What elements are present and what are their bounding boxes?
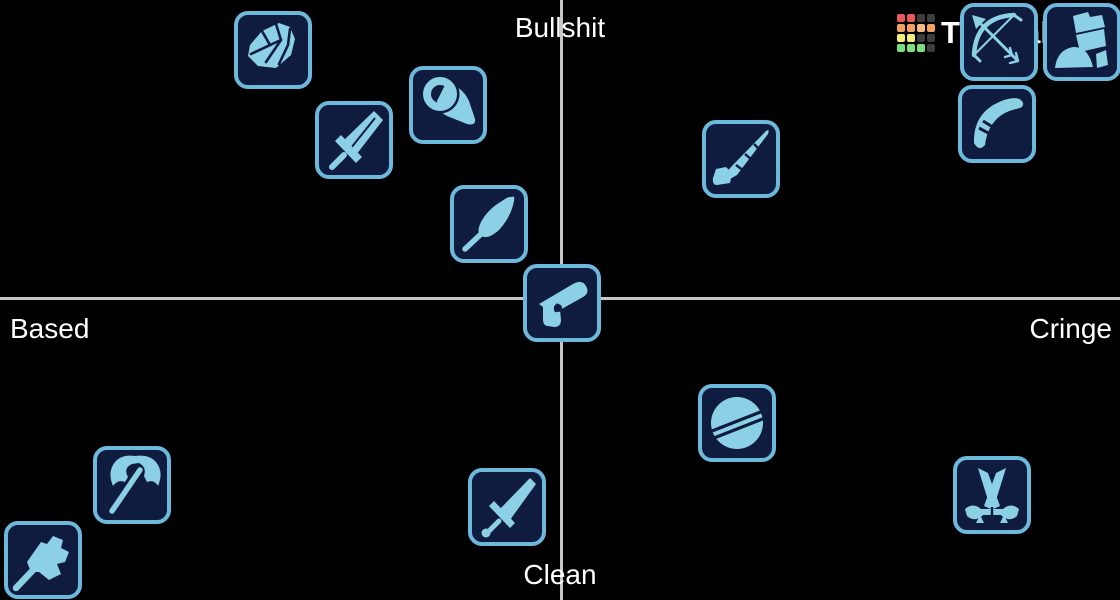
chart-item-crossed-daggers[interactable] xyxy=(953,456,1031,534)
logo-grid-cell xyxy=(917,34,925,42)
unstrung-bow-icon xyxy=(965,92,1029,156)
chart-item-pistol[interactable] xyxy=(523,264,601,342)
fist-icon xyxy=(241,18,305,82)
logo-grid-cell xyxy=(907,24,915,32)
axis-label-right: Cringe xyxy=(1029,313,1112,344)
logo-grid-cell xyxy=(927,44,935,52)
chart-item-boot[interactable] xyxy=(1043,3,1120,81)
chart-item-war-hammer[interactable] xyxy=(4,521,82,599)
logo-grid-cell xyxy=(927,14,935,22)
chart-item-fist[interactable] xyxy=(234,11,312,89)
striped-ball-icon xyxy=(705,391,769,455)
chart-item-greatsword[interactable] xyxy=(315,101,393,179)
logo-grid-cell xyxy=(927,34,935,42)
tiermaker-logo-grid xyxy=(897,14,935,52)
logo-grid-cell xyxy=(907,44,915,52)
logo-grid-cell xyxy=(897,14,905,22)
logo-grid-cell xyxy=(897,44,905,52)
cannon-icon xyxy=(416,73,480,137)
logo-grid-cell xyxy=(917,24,925,32)
logo-grid-cell xyxy=(907,34,915,42)
chart-item-curved-bow[interactable] xyxy=(958,85,1036,163)
drill-lance-icon xyxy=(709,127,773,191)
chart-item-spearhead[interactable] xyxy=(450,185,528,263)
chart-item-drill[interactable] xyxy=(702,120,780,198)
sword-icon xyxy=(475,475,539,539)
greatsword-icon xyxy=(322,108,386,172)
chart-item-sword[interactable] xyxy=(468,468,546,546)
bow-and-arrow-icon xyxy=(967,10,1031,74)
logo-grid-cell xyxy=(917,44,925,52)
armored-boot-icon xyxy=(1050,10,1114,74)
pistol-icon xyxy=(530,271,594,335)
chart-item-cannon[interactable] xyxy=(409,66,487,144)
logo-grid-cell xyxy=(897,24,905,32)
chart-item-ball[interactable] xyxy=(698,384,776,462)
crossed-daggers-icon xyxy=(960,463,1024,527)
axis-label-bottom: Clean xyxy=(523,559,597,590)
spearhead-icon xyxy=(457,192,521,256)
logo-grid-cell xyxy=(927,24,935,32)
logo-grid-cell xyxy=(897,34,905,42)
axis-label-top: Bullshit xyxy=(514,12,606,43)
chart-item-bow-arrow[interactable] xyxy=(960,3,1038,81)
logo-grid-cell xyxy=(917,14,925,22)
battle-axe-icon xyxy=(100,453,164,517)
logo-grid-cell xyxy=(907,14,915,22)
chart-item-battle-axe[interactable] xyxy=(93,446,171,524)
war-hammer-icon xyxy=(11,528,75,592)
axis-label-left: Based xyxy=(10,313,90,344)
